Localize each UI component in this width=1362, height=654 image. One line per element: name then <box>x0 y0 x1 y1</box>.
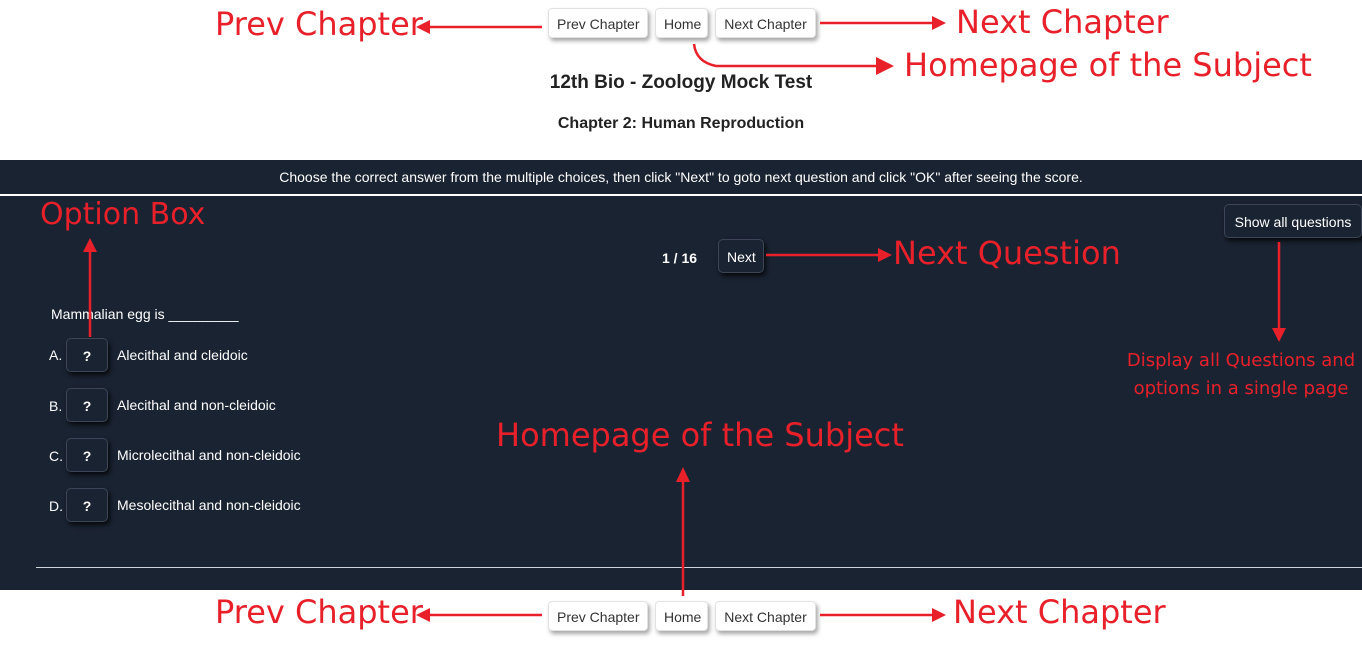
option-a-box[interactable]: ? <box>66 338 108 372</box>
top-prev-chapter-button[interactable]: Prev Chapter <box>548 8 648 38</box>
option-d-text: Mesolecithal and non-cleidoic <box>117 497 301 513</box>
instructions-divider <box>0 194 1362 196</box>
annotation-next-question: Next Question <box>893 234 1121 272</box>
question-text: Mammalian egg is _________ <box>51 306 239 322</box>
page-title: 12th Bio - Zoology Mock Test <box>549 72 813 93</box>
quiz-divider <box>36 567 1362 568</box>
option-d-box[interactable]: ? <box>66 488 108 522</box>
option-b-text: Alecithal and non-cleidoic <box>117 397 276 413</box>
annotation-show-all-line2: options in a single page <box>1133 378 1349 399</box>
annotation-show-all-line1: Display all Questions and <box>1126 350 1356 371</box>
option-a-letter: A. <box>49 347 63 363</box>
annotation-bottom-homepage: Homepage of the Subject <box>496 416 904 454</box>
annotation-top-prev-chapter: Prev Chapter <box>215 5 423 43</box>
bottom-next-chapter-button[interactable]: Next Chapter <box>715 601 816 631</box>
arrow-top-home <box>692 43 880 68</box>
option-a-text: Alecithal and cleidoic <box>117 347 248 363</box>
annotation-top-next-chapter: Next Chapter <box>956 3 1169 41</box>
annotation-bottom-prev-chapter: Prev Chapter <box>215 593 423 631</box>
chapter-title: Chapter 2: Human Reproduction <box>557 115 805 132</box>
bottom-prev-chapter-button[interactable]: Prev Chapter <box>548 601 648 631</box>
bottom-home-button[interactable]: Home <box>655 601 708 631</box>
option-c-letter: C. <box>49 448 63 464</box>
next-question-button[interactable]: Next <box>718 239 764 273</box>
annotation-option-box: Option Box <box>40 197 206 232</box>
option-c-box[interactable]: ? <box>66 438 108 472</box>
show-all-questions-button[interactable]: Show all questions <box>1224 204 1362 238</box>
option-b-box[interactable]: ? <box>66 388 108 422</box>
option-c-text: Microlecithal and non-cleidoic <box>117 447 301 463</box>
option-b-letter: B. <box>49 398 63 414</box>
annotation-top-homepage: Homepage of the Subject <box>904 46 1312 84</box>
top-next-chapter-button[interactable]: Next Chapter <box>715 8 816 38</box>
quiz-panel: Choose the correct answer from the multi… <box>0 160 1362 590</box>
question-progress: 1 / 16 <box>662 250 698 266</box>
top-home-button[interactable]: Home <box>655 8 708 38</box>
option-d-letter: D. <box>49 498 63 514</box>
annotation-bottom-next-chapter: Next Chapter <box>953 593 1166 631</box>
instructions-text: Choose the correct answer from the multi… <box>279 169 1083 185</box>
